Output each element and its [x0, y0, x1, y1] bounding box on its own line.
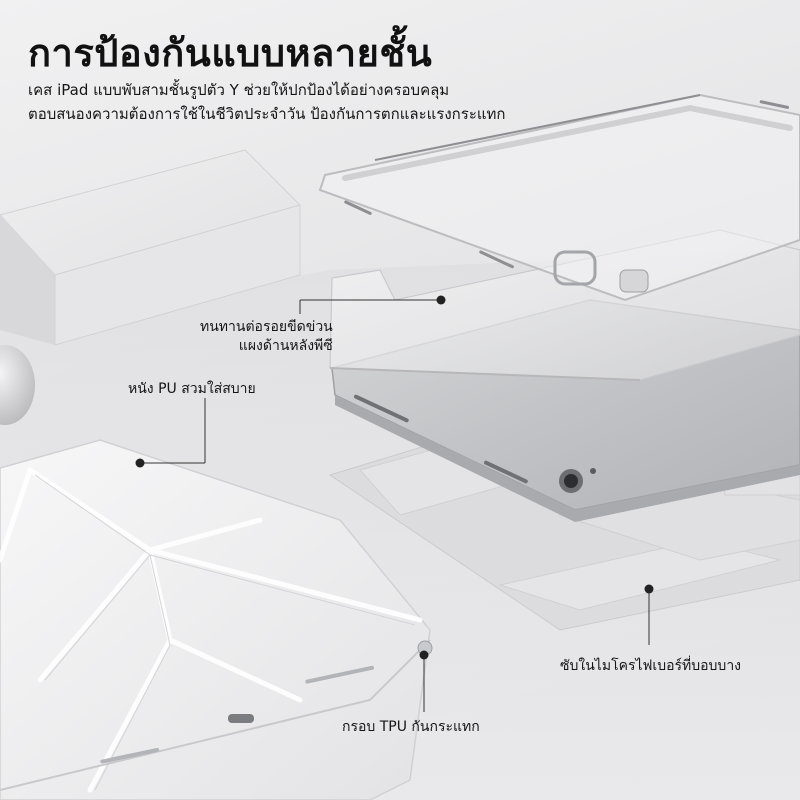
- page-title: การป้องกันแบบหลายชั้น: [28, 31, 433, 75]
- callout-back-panel: ทนทานต่อรอยขีดข่วน แผงด้านหลังพีซี: [200, 318, 333, 356]
- callout-back-panel-line-2: แผงด้านหลังพีซี: [238, 338, 333, 354]
- subtitle-line-2: ตอบสนองความต้องการใช้ในชีวิตประจำวัน ป้อ…: [28, 105, 506, 123]
- decor-sphere: [0, 345, 35, 425]
- callout-tpu-frame: กรอบ TPU กันกระแทก: [342, 719, 480, 735]
- subtitle: เคส iPad แบบพับสามชั้นรูปตัว Y ช่วยให้ปก…: [28, 78, 628, 126]
- clear-tpu-frame-top: [318, 93, 800, 302]
- pu-leather-tri-fold-cover: [0, 439, 433, 800]
- packaging-box: [0, 149, 301, 346]
- callout-pu-leather: หนัง PU สวมใส่สบาย: [128, 381, 256, 397]
- callout-back-panel-line-1: ทนทานต่อรอยขีดข่วน: [200, 319, 333, 335]
- callout-microfiber: ซับในไมโครไฟเบอร์ที่บอบบาง: [560, 658, 742, 674]
- subtitle-line-1: เคส iPad แบบพับสามชั้นรูปตัว Y ช่วยให้ปก…: [28, 81, 450, 99]
- callout-leaders: [135, 295, 654, 712]
